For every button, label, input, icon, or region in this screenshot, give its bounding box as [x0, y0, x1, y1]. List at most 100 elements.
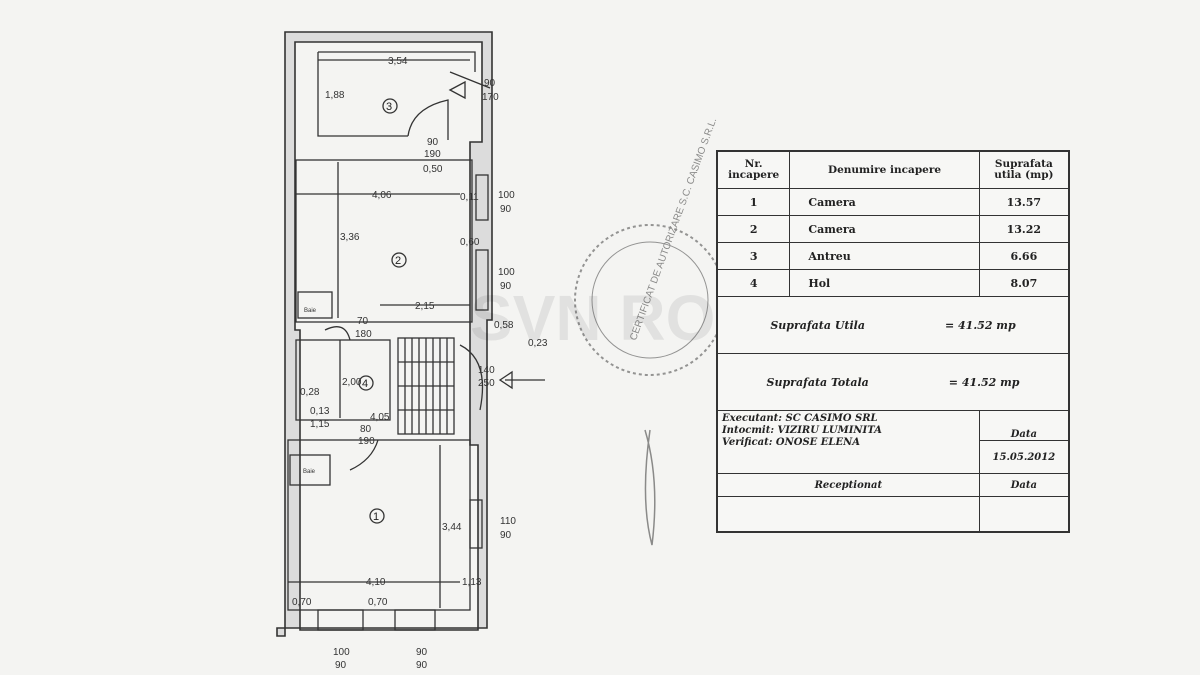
dim-label: 0,70: [368, 597, 388, 608]
cell-nr: 1: [716, 188, 791, 216]
dim-label: 1,13: [462, 577, 482, 588]
staircase: [397, 337, 455, 435]
useful-area-row: Suprafata Utila = 41.52 mp: [716, 296, 1070, 354]
main-entry-door: [459, 344, 545, 411]
dim-label: 90: [416, 660, 428, 671]
prepared-by: Intocmit: VIZIRU LUMINITA: [722, 425, 882, 436]
dim-label: 250: [478, 378, 495, 389]
dim-label: 0,11: [460, 192, 479, 203]
header-area: Suprafata utila (mp): [978, 150, 1070, 189]
dim-label: 170: [482, 92, 499, 103]
room-marker: [391, 252, 407, 268]
room-4-number: 4: [362, 378, 368, 390]
cell-name: Camera: [789, 215, 980, 243]
total-area-value: = 41.52 mp: [948, 375, 1020, 389]
room-3-walls: [317, 51, 476, 137]
dim-label: 2,15: [415, 301, 435, 312]
date-label-2: Data: [978, 473, 1070, 497]
cell-name: Hol: [789, 269, 980, 297]
dim-label: 90: [500, 281, 512, 292]
dim-label: 100: [498, 267, 515, 278]
useful-area-value: = 41.52 mp: [944, 318, 1016, 332]
dim-label: 4,05: [370, 412, 390, 423]
window: [475, 174, 489, 221]
verified-by: Verificat: ONOSE ELENA: [722, 437, 860, 448]
dim-label: 90: [484, 78, 496, 89]
dim-label: 0,60: [460, 237, 480, 248]
cell-area: 8.07: [978, 269, 1070, 297]
window: [317, 609, 364, 631]
room-4-walls: [295, 339, 391, 421]
dim-label: 90: [500, 204, 512, 215]
date-label: Data: [978, 409, 1070, 442]
dim-label: 100: [498, 190, 515, 201]
bathroom-lower: [289, 454, 331, 486]
door-swing: [407, 99, 449, 140]
cell-nr: 2: [716, 215, 791, 243]
room-1-number: 1: [373, 511, 379, 523]
room-2-walls: [295, 159, 473, 323]
dim-label: 90: [427, 137, 439, 148]
room-3-number: 3: [386, 101, 392, 113]
dim-label: 0,28: [300, 387, 320, 398]
dim-label: 2,00: [342, 377, 362, 388]
table-header: Nr. incapere Denumire incapere Suprafata…: [716, 150, 1070, 189]
useful-area-label: Suprafata Utila: [770, 318, 865, 332]
bathroom-label: Baie: [304, 308, 317, 314]
dim-label: 0,70: [292, 597, 312, 608]
dim-label: 1,88: [325, 90, 345, 101]
bathroom-upper: [297, 291, 333, 319]
dim-label: 0,50: [423, 164, 443, 175]
dim-label: 190: [358, 436, 375, 447]
dim-label: 110: [500, 516, 516, 527]
dim-label: 100: [333, 647, 350, 658]
dim-label: 140: [478, 365, 495, 376]
cell-area: 13.22: [978, 215, 1070, 243]
total-area-label: Suprafata Totala: [766, 375, 869, 389]
window: [475, 249, 489, 311]
cell-name: Camera: [789, 188, 980, 216]
executant: Executant: SC CASIMO SRL: [722, 413, 878, 424]
room-legend-table: Nr. incapere Denumire incapere Suprafata…: [716, 150, 1070, 533]
dim-label: 0,13: [310, 406, 330, 417]
dim-label: 0,58: [494, 320, 514, 331]
door-swing: [324, 326, 351, 341]
header-nr: Nr. incapere: [716, 150, 791, 189]
window: [394, 609, 436, 631]
bathroom-label: Baie: [303, 469, 316, 475]
cell-name: Antreu: [789, 242, 980, 270]
dim-label: 3,44: [442, 522, 462, 533]
room-2-number: 2: [395, 255, 401, 267]
dim-label: 0,23: [528, 338, 548, 349]
cell-nr: 4: [716, 269, 791, 297]
blank-row: [716, 496, 1070, 533]
header-name: Denumire incapere: [789, 150, 980, 189]
door-swing: [349, 439, 379, 471]
dim-label: 3,54: [388, 56, 408, 67]
dim-label: 90: [500, 530, 512, 541]
dim-label: 90: [416, 647, 428, 658]
entry-door-swing: [448, 71, 491, 100]
outer-wall: [276, 31, 493, 637]
date-value: 15.05.2012: [978, 440, 1070, 474]
dim-label: 180: [355, 329, 372, 340]
dim-label: 4,10: [366, 577, 386, 588]
cell-area: 6.66: [978, 242, 1070, 270]
dim-label: 3,36: [340, 232, 360, 243]
dim-label: 90: [335, 660, 347, 671]
room-marker: [358, 375, 374, 391]
room-marker: [382, 98, 398, 114]
dim-label: 80: [360, 424, 372, 435]
cell-nr: 3: [716, 242, 791, 270]
dim-label: 1,15: [310, 419, 330, 430]
dim-label: 190: [424, 149, 441, 160]
window: [469, 499, 483, 549]
executant-row: Executant: SC CASIMO SRL Intocmit: VIZIR…: [716, 409, 1070, 474]
cell-area: 13.57: [978, 188, 1070, 216]
